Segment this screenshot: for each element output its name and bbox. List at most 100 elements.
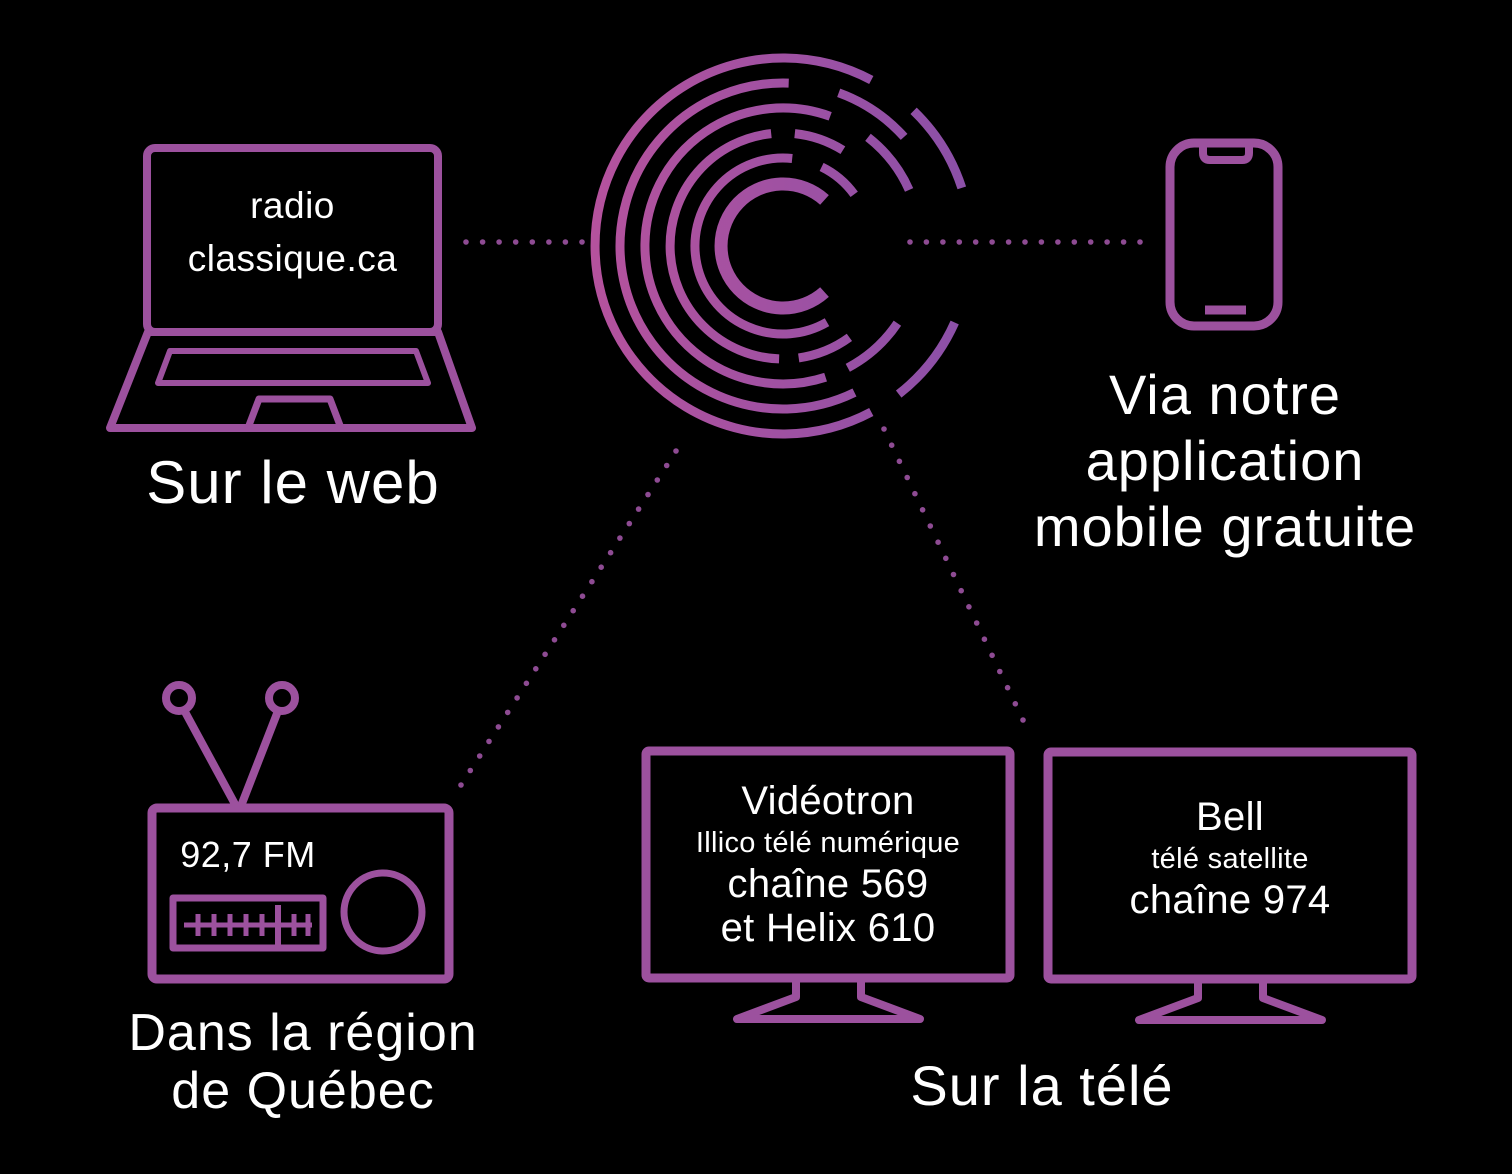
connector-dot (463, 239, 469, 245)
connector-logo-mobile (907, 239, 1143, 245)
provider-channel-line2: et Helix 610 (720, 906, 936, 950)
connector-dot (1022, 239, 1028, 245)
laptop-front-notch (244, 395, 345, 430)
connector-dot (1038, 239, 1045, 245)
connector-dot (1020, 717, 1026, 723)
connector-dot (1137, 239, 1143, 245)
label-mobile-app-line3: mobile gratuite (1033, 495, 1417, 559)
connector-dot (542, 651, 548, 658)
laptop-icon (106, 144, 476, 432)
connector-dot (486, 738, 492, 745)
provider-service: télé satellite (1151, 843, 1309, 875)
connector-dot (654, 477, 661, 483)
connector-dot (881, 426, 887, 432)
connector-dot (919, 507, 926, 513)
connector-dot (896, 458, 903, 465)
radio-body (147, 803, 454, 984)
connector-dot (617, 535, 623, 541)
tv-provider-bell: Bell télé satellite chaîne 974 (1058, 794, 1402, 922)
connector-dot (458, 782, 464, 788)
connector-dot (523, 680, 530, 687)
connector-dot (504, 709, 511, 716)
connector-dot (476, 753, 483, 759)
label-mobile-app-line2: application (1085, 429, 1365, 493)
connector-dot (551, 637, 558, 643)
connector-dot (1087, 239, 1094, 245)
connector-dot (546, 239, 552, 245)
connector-dot (579, 239, 585, 245)
label-mobile-app-line1: Via notre (1108, 363, 1342, 426)
radio-knob (340, 869, 426, 955)
connector-dot (935, 539, 941, 545)
label-sur-la-tele: Sur la télé (910, 1054, 1174, 1117)
tv-screen (1043, 747, 1417, 984)
tuner-window (169, 894, 327, 952)
connector-dot (598, 564, 604, 570)
connector-logo-tv (881, 426, 1026, 723)
logo-arc (690, 153, 830, 339)
connector-dot (888, 442, 895, 449)
connector-dot (1004, 684, 1011, 691)
logo-arc (819, 162, 858, 198)
connector-dot (972, 239, 979, 245)
dotted-connectors (458, 239, 1143, 788)
connector-dot (635, 506, 642, 512)
connector-dot (673, 448, 679, 454)
tv-provider-videotron: Vidéotron Illico télé numérique chaîne 5… (656, 778, 1000, 950)
connector-dot (1071, 239, 1078, 245)
connector-dot (958, 587, 964, 594)
logo-arc (910, 107, 967, 190)
connector-dot (912, 490, 918, 497)
logo-arc (714, 177, 829, 315)
connector-dot (923, 239, 930, 245)
laptop-screen-url-line2: classique.ca (187, 237, 398, 279)
connector-dot (570, 607, 576, 614)
connector-dot (1012, 701, 1019, 707)
connector-dot (943, 555, 949, 562)
connector-dot (907, 239, 913, 245)
connector-dot (626, 520, 633, 527)
connector-dot (997, 668, 1003, 675)
connector-dot (1005, 239, 1012, 245)
antenna-left (180, 708, 240, 808)
label-quebec-region-line1: Dans la région (128, 1004, 478, 1062)
logo-arc (845, 320, 902, 372)
label-quebec-region-line2: de Québec (171, 1062, 435, 1121)
tv-stand (1135, 979, 1326, 1024)
connector-dot (927, 523, 934, 529)
logo-arc (640, 103, 832, 389)
connector-dot (663, 462, 670, 469)
phone-body (1165, 138, 1283, 331)
connector-dot (1120, 239, 1127, 245)
connector-dot (956, 239, 963, 245)
logo-arc (590, 53, 874, 439)
label-quebec-region: Dans la région de Québec (110, 1004, 496, 1120)
connector-dot (479, 239, 486, 245)
radio-icon (147, 681, 454, 984)
connector-dot (981, 636, 988, 642)
radio-classique-logo (590, 53, 967, 439)
connector-dot (645, 491, 651, 498)
connector-dot (989, 239, 995, 245)
connector-dot (589, 578, 595, 585)
logo-arc (797, 333, 853, 363)
connector-dot (1055, 239, 1061, 245)
connector-dot (940, 239, 946, 245)
logo-arc (837, 88, 908, 140)
connector-dot (529, 239, 536, 245)
connector-dot (950, 571, 957, 578)
logo-arc (794, 129, 846, 155)
provider-name: Vidéotron (741, 779, 915, 823)
label-mobile-app: Via notre application mobile gratuite (1020, 362, 1430, 560)
connector-web-logo (463, 239, 585, 245)
antenna-right-tip (265, 681, 299, 715)
connector-dot (904, 474, 910, 481)
connector-dot (607, 549, 614, 556)
connector-dot (966, 604, 972, 610)
connector-dot (514, 695, 520, 701)
logo-arc (615, 78, 857, 414)
laptop-base (106, 328, 476, 432)
laptop-screen-url-line1: radio (250, 185, 335, 226)
phone-notch (1199, 145, 1253, 164)
